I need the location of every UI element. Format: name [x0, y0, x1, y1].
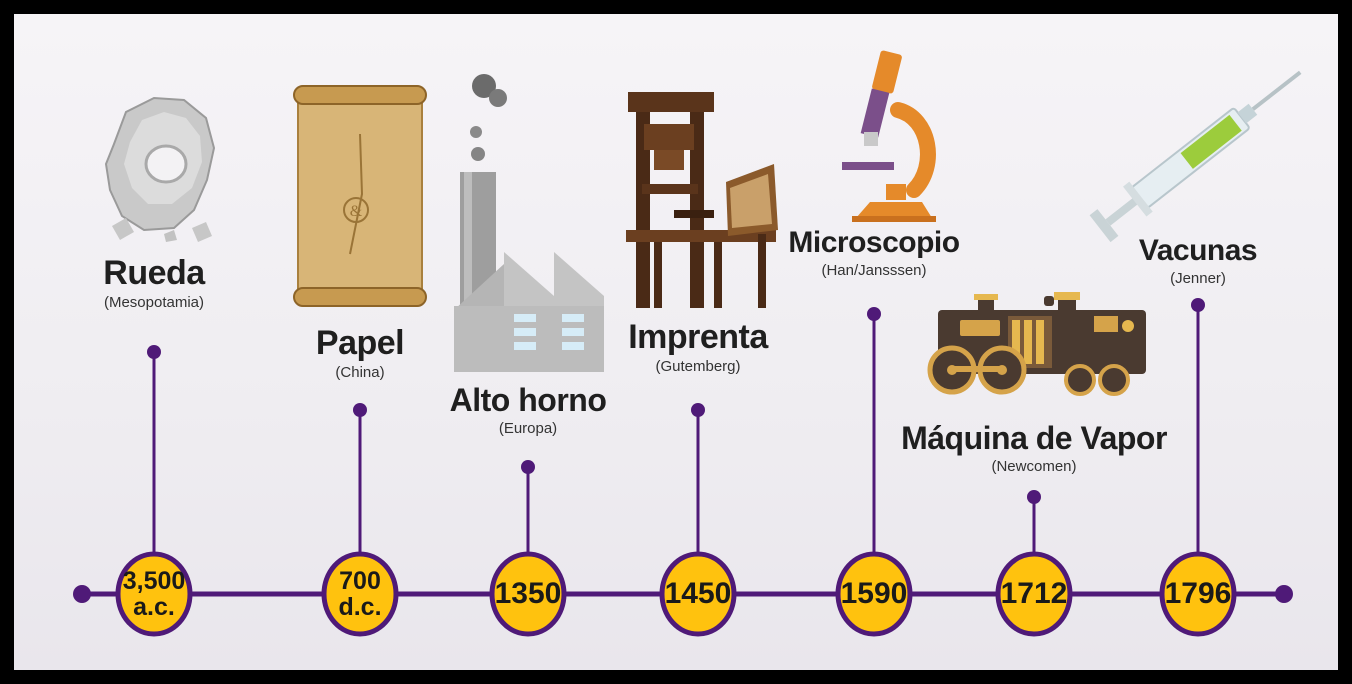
event-place: (Jenner)	[1170, 270, 1226, 287]
year-badge	[995, 551, 1073, 637]
microscope-icon	[842, 50, 936, 222]
syringe-icon	[1089, 70, 1302, 243]
year-badge	[115, 551, 193, 637]
svg-text:&: &	[350, 203, 363, 220]
event-dot	[353, 403, 367, 417]
event-dot	[147, 345, 161, 359]
year-label: 1450	[664, 577, 732, 610]
event-dot	[691, 403, 705, 417]
year-badge	[1159, 551, 1237, 637]
year-badge	[489, 551, 567, 637]
year-badge	[321, 551, 399, 637]
event-place: (Mesopotamia)	[103, 294, 205, 311]
year-label: 3,500 a.c.	[122, 567, 186, 621]
event-dot	[867, 307, 881, 321]
wheel-icon	[104, 96, 216, 242]
printing-press-icon	[626, 92, 778, 308]
axis-end-dot	[1275, 585, 1293, 603]
year-badge	[835, 551, 913, 637]
event-place: (China)	[335, 364, 385, 381]
event-title: Rueda	[103, 254, 205, 292]
event-title: Alto horno	[449, 382, 607, 418]
steam-locomotive-icon	[927, 292, 1146, 396]
factory-icon	[454, 74, 604, 372]
year-label: 1350	[494, 577, 562, 610]
event-title: Imprenta	[628, 318, 768, 356]
timeline-canvas: &	[73, 50, 1302, 637]
year-label: 700 d.c.	[338, 567, 382, 621]
event-place: (Han/Jansssen)	[821, 262, 927, 279]
event-title: Máquina de Vapor	[901, 420, 1167, 456]
event-place: (Gutemberg)	[655, 358, 741, 375]
event-place: (Newcomen)	[991, 458, 1077, 475]
event-dot	[1027, 490, 1041, 504]
papyrus-scroll-icon: &	[293, 85, 427, 307]
year-label: 1590	[840, 577, 908, 610]
event-title: Microscopio	[788, 226, 960, 259]
event-dot	[1191, 298, 1205, 312]
year-label: 1796	[1164, 577, 1232, 610]
event-place: (Europa)	[498, 420, 558, 437]
event-title: Vacunas	[1138, 234, 1258, 267]
timeline-infographic: &	[14, 14, 1338, 670]
event-dot	[521, 460, 535, 474]
axis-start-dot	[73, 585, 91, 603]
event-title: Papel	[315, 324, 405, 362]
year-label: 1712	[1000, 577, 1068, 610]
year-badge	[659, 551, 737, 637]
